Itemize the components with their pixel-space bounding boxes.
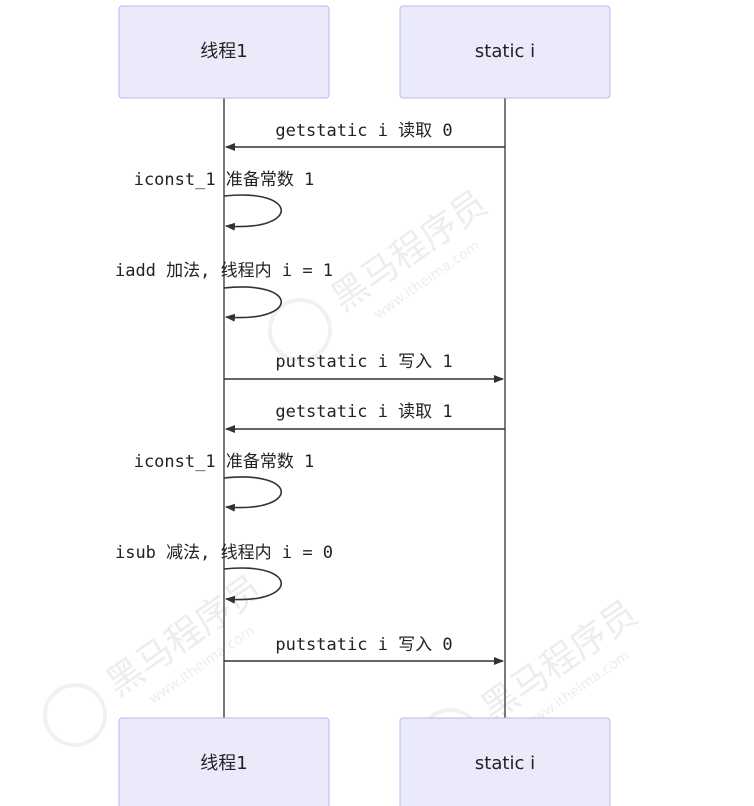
actor-static-label: static i bbox=[475, 753, 535, 774]
message-label: isub 减法, 线程内 i = 0 bbox=[115, 543, 333, 563]
actor-static-bottom: static i bbox=[399, 717, 611, 806]
actor-thread-label: 线程1 bbox=[200, 41, 247, 62]
actor-static-label: static i bbox=[475, 41, 535, 62]
message-label: putstatic i 写入 0 bbox=[275, 635, 452, 655]
message: iconst_1 准备常数 1 bbox=[134, 170, 315, 231]
self-message-arrow bbox=[223, 476, 283, 512]
self-message-arrow bbox=[223, 286, 283, 322]
actor-thread-top: 线程1 bbox=[118, 5, 330, 99]
message-label: iconst_1 准备常数 1 bbox=[134, 170, 315, 190]
message: iconst_1 准备常数 1 bbox=[134, 452, 315, 512]
actor-static-top: static i bbox=[399, 5, 611, 99]
message-label: iconst_1 准备常数 1 bbox=[134, 452, 315, 472]
message-label: getstatic i 读取 1 bbox=[275, 402, 452, 422]
message: isub 减法, 线程内 i = 0 bbox=[115, 543, 333, 604]
message: getstatic i 读取 1 bbox=[225, 402, 505, 433]
message: putstatic i 写入 1 bbox=[224, 352, 504, 383]
message: putstatic i 写入 0 bbox=[224, 635, 504, 665]
self-message-arrow bbox=[223, 567, 283, 604]
actor-thread-label: 线程1 bbox=[200, 753, 247, 774]
message-label: putstatic i 写入 1 bbox=[275, 352, 452, 372]
actor-thread-bottom: 线程1 bbox=[118, 717, 330, 806]
message: getstatic i 读取 0 bbox=[225, 121, 505, 151]
message: iadd 加法, 线程内 i = 1 bbox=[115, 261, 333, 322]
message-label: iadd 加法, 线程内 i = 1 bbox=[115, 261, 333, 281]
message-label: getstatic i 读取 0 bbox=[275, 121, 452, 141]
self-message-arrow bbox=[223, 194, 283, 231]
